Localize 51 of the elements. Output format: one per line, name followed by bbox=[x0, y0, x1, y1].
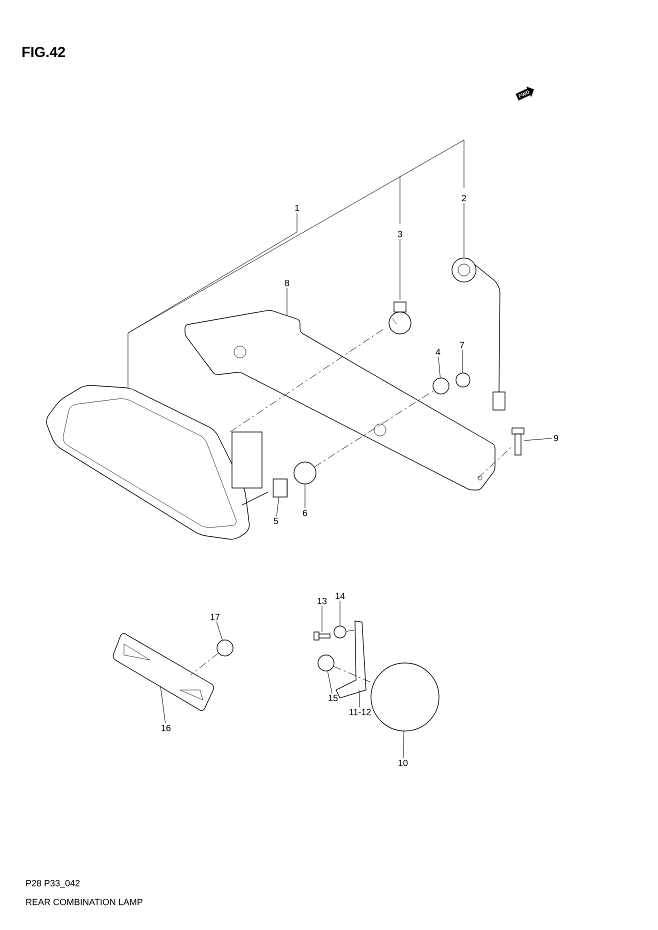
callout-number: 1 bbox=[295, 204, 300, 212]
tail-lamp bbox=[46, 385, 268, 540]
mounting-bracket bbox=[184, 310, 496, 490]
leader-line bbox=[478, 446, 512, 478]
leader-line bbox=[314, 390, 434, 468]
leader-line bbox=[304, 484, 306, 508]
callout-number: 4 bbox=[436, 348, 440, 356]
leader-line bbox=[333, 666, 374, 684]
callout-number: 9 bbox=[554, 434, 558, 442]
callout-number: 7 bbox=[460, 342, 464, 348]
callout-number: 6 bbox=[302, 510, 308, 516]
nut bbox=[318, 654, 334, 672]
spacer bbox=[272, 478, 288, 498]
leader-line bbox=[358, 690, 360, 708]
figure-caption: REAR COMBINATION LAMP bbox=[26, 898, 142, 906]
callout-number: 17 bbox=[210, 614, 220, 620]
callout-number: 13 bbox=[318, 598, 327, 604]
nut bbox=[294, 462, 316, 484]
bulb-socket bbox=[452, 258, 476, 282]
bolt bbox=[512, 428, 524, 456]
leader-line bbox=[190, 652, 219, 676]
rectangular-reflector bbox=[112, 633, 214, 711]
leader-line bbox=[276, 497, 280, 516]
callout-number: 10 bbox=[398, 760, 408, 766]
bulb bbox=[388, 302, 412, 334]
callout-number: 15 bbox=[328, 694, 338, 702]
nut bbox=[456, 372, 470, 388]
leader-line bbox=[438, 356, 441, 378]
washer bbox=[432, 378, 450, 394]
nut bbox=[334, 626, 346, 638]
leader-line bbox=[160, 686, 166, 724]
callout-number: 2 bbox=[462, 194, 466, 202]
leader-line bbox=[402, 731, 404, 758]
leader-line bbox=[216, 622, 223, 640]
callout-number: 11-12 bbox=[350, 708, 371, 716]
callout-number: 14 bbox=[336, 592, 345, 600]
round-reflector bbox=[370, 662, 440, 732]
nut bbox=[216, 640, 234, 656]
callout-number: 8 bbox=[284, 280, 290, 286]
leader-line bbox=[128, 212, 298, 388]
callout-number: 16 bbox=[162, 724, 171, 732]
screw bbox=[314, 632, 330, 640]
leader-line bbox=[286, 288, 288, 316]
callout-number: 5 bbox=[274, 518, 278, 524]
drawing-code: P28 P33_042 bbox=[26, 880, 80, 888]
leader-line bbox=[230, 328, 386, 432]
callout-number: 3 bbox=[398, 230, 402, 238]
leader-line bbox=[462, 350, 464, 373]
leader-line bbox=[524, 438, 552, 441]
leader-line bbox=[327, 670, 332, 694]
figure-title: FIG.42 bbox=[22, 46, 65, 58]
